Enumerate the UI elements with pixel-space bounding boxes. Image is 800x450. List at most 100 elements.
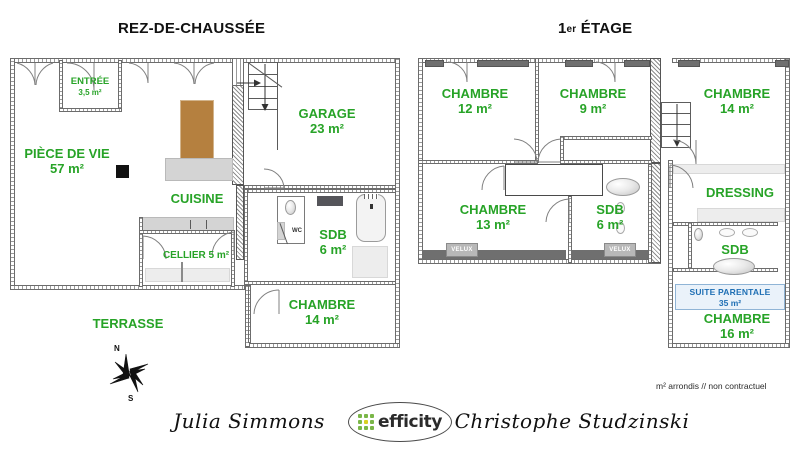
first-floor-title-number: 1	[558, 20, 567, 37]
ff-room-label-chambre-12: CHAMBRE 12 m²	[441, 86, 509, 117]
ff-corridor-wall-top	[418, 160, 538, 164]
ff-velux-right: VELUX	[604, 243, 636, 257]
gf-stair-step-2	[248, 86, 278, 87]
gf-window-door-1	[15, 62, 55, 89]
ff-sdb-center-sink-1	[616, 202, 625, 214]
gf-kitchen-counter-detail-1	[190, 220, 191, 229]
ff-velux-left-label: VELUX	[451, 247, 473, 253]
gf-kitchen-counter-main	[165, 158, 233, 181]
gf-kitchen-island	[180, 100, 214, 160]
gf-wc-label: WC	[292, 228, 302, 234]
gf-piece-de-vie-area: 57 m²	[50, 160, 84, 176]
ff-window-ch9-a	[565, 60, 593, 67]
gf-outer-wall-bottom-left	[10, 285, 245, 290]
gf-window-door-3	[172, 62, 216, 89]
gf-entree-wall-bottom	[59, 108, 122, 112]
ff-stair-step-2	[661, 124, 691, 125]
gf-cellier-shelf-divider	[181, 262, 183, 282]
gf-entree-area: 3,5 m²	[78, 87, 102, 97]
gf-wc-toilet	[285, 200, 296, 215]
gf-room-label-sdb: SDB 6 m²	[319, 227, 347, 258]
gf-stair-entry-arrow	[236, 78, 262, 88]
ff-roof-slope-band-left	[423, 250, 566, 259]
ff-room-label-chambre-16: CHAMBRE 16 m²	[703, 311, 771, 342]
ff-window-ch9-b	[624, 60, 650, 67]
ff-chambre-16-area: 16 m²	[720, 325, 754, 341]
gf-room-label-garage: GARAGE 23 m²	[298, 106, 356, 137]
ff-chambre-9-name: CHAMBRE	[559, 86, 627, 101]
gf-garage-party-wall	[232, 85, 244, 185]
gf-sdb-wall-left	[244, 189, 248, 285]
ff-door-ch9-top	[595, 61, 623, 84]
gf-entree-wall-left	[59, 60, 63, 112]
ff-room-label-sdb-suite: SDB	[721, 242, 748, 258]
ff-window-ch14-b	[775, 60, 789, 67]
ff-chambre-14-name: CHAMBRE	[703, 86, 771, 101]
ff-door-dressing	[669, 164, 695, 190]
suite-parentale-badge: SUITE PARENTALE 35 m²	[675, 284, 785, 310]
ff-wall-sdb-right	[648, 164, 652, 263]
ff-stair-direction-arrow	[671, 102, 683, 148]
gf-garage-area: 23 m²	[310, 120, 344, 136]
ff-chambre-12-area: 12 m²	[458, 100, 492, 116]
ff-window-ch12-b	[477, 60, 529, 67]
ff-door-ch12-lower	[513, 138, 539, 164]
gf-garage-name: GARAGE	[298, 106, 356, 121]
efficity-logo: efficity	[348, 402, 452, 442]
agent-signature-right: Christophe Studzinski	[454, 409, 690, 433]
ff-stair-step-1	[661, 113, 691, 114]
ff-dressing-wardrobe-mid	[697, 208, 785, 222]
ff-room-label-dressing: DRESSING	[706, 185, 774, 201]
gf-room-label-chambre: CHAMBRE 14 m²	[288, 297, 356, 328]
gf-sdb-area: 6 m²	[319, 241, 347, 257]
ff-room-label-sdb-center: SDB 6 m²	[596, 202, 623, 233]
ff-suite-sdb-toilet	[694, 228, 703, 241]
ff-wall-ch13-sdb	[568, 196, 572, 263]
ff-window-ch12-a	[425, 60, 444, 67]
gf-outer-wall-bottom-right	[245, 343, 400, 348]
gf-sdb-tub-tap	[370, 204, 373, 209]
gf-sdb-bathtub	[356, 194, 386, 242]
gf-stair-step-3	[248, 98, 278, 99]
ff-chambre-13-name: CHAMBRE	[459, 202, 527, 217]
ff-chambre-12-name: CHAMBRE	[441, 86, 509, 101]
ff-chambre-16-name: CHAMBRE	[703, 311, 771, 326]
ff-chambre-14-area: 14 m²	[720, 100, 754, 116]
ff-dressing-name: DRESSING	[706, 185, 774, 200]
ff-suite-sdb-sink-1	[719, 228, 735, 237]
suite-parentale-label: SUITE PARENTALE	[689, 287, 771, 297]
ff-chambre-9-area: 9 m²	[579, 100, 607, 116]
ff-suite-sdb-wall-left	[688, 222, 692, 272]
gf-wc-cistern	[277, 222, 285, 240]
gf-room-label-piece-de-vie: PIÈCE DE VIE 57 m²	[24, 146, 110, 177]
first-floor-title: 1er ÉTAGE	[558, 20, 632, 37]
gf-stair-rail	[277, 62, 278, 150]
disclaimer-text: m² arrondis // non contractuel	[656, 381, 767, 391]
ff-party-wall-upper	[650, 58, 661, 163]
ff-room-label-chambre-9: CHAMBRE 9 m²	[559, 86, 627, 117]
gf-kitchen-counter-detail-2	[206, 220, 207, 229]
ff-chambre-13-area: 13 m²	[476, 216, 510, 232]
ff-sdb-center-sink-2	[616, 222, 625, 234]
ff-door-landing-left	[537, 138, 563, 164]
gf-garage-bottom-wall	[244, 185, 396, 189]
ff-door-ch14	[672, 139, 700, 166]
ff-stair-step-3	[661, 136, 691, 137]
first-floor-title-rest: ÉTAGE	[576, 20, 633, 37]
ff-outer-wall-right	[785, 58, 790, 348]
gf-room-label-cuisine: CUISINE	[171, 191, 224, 207]
gf-piece-de-vie-name: PIÈCE DE VIE	[24, 146, 110, 161]
gf-chambre-wall-inner	[248, 285, 251, 343]
gf-chambre-name: CHAMBRE	[288, 297, 356, 312]
ground-floor-title: REZ-DE-CHAUSSÉE	[118, 20, 265, 37]
gf-cellier-name: CELLIER 5 m²	[162, 250, 230, 261]
gf-outer-wall-left	[10, 58, 15, 290]
agent-signature-left: Julia Simmons	[173, 409, 325, 433]
gf-chambre-door	[253, 288, 281, 316]
compass-star-icon	[109, 353, 149, 393]
suite-parentale-area: 35 m²	[718, 297, 742, 308]
ff-suite-sdb-sink-2	[742, 228, 758, 237]
gf-cellier-door	[142, 235, 168, 261]
gf-cellier-wall-right	[231, 230, 235, 287]
ff-room-label-chambre-14: CHAMBRE 14 m²	[703, 86, 771, 117]
